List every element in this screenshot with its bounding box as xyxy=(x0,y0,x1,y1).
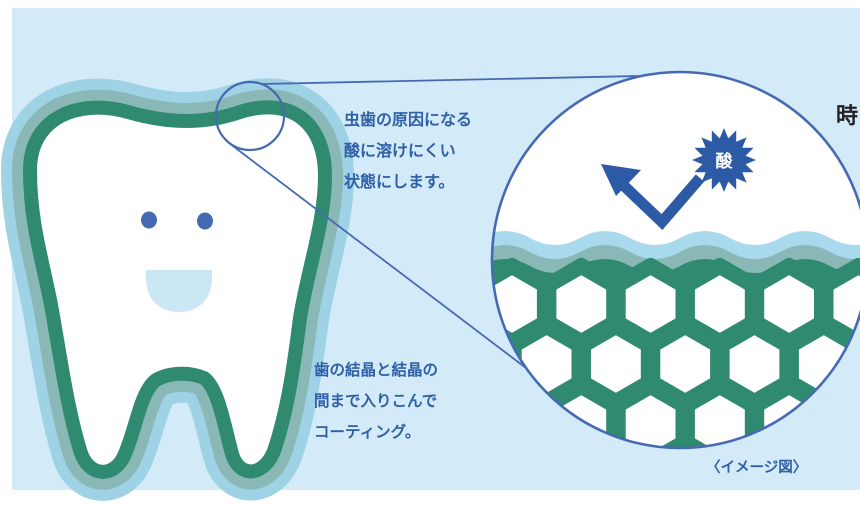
crystal-cell-25 xyxy=(505,438,588,448)
crystal-cell-17 xyxy=(492,378,553,448)
crystal-cell-22 xyxy=(817,378,860,448)
cropped-edge-text: 時 xyxy=(836,104,859,129)
description-top: 虫歯の原因になる 酸に溶けにくい 状態にします。 xyxy=(344,104,472,197)
tooth-smile xyxy=(146,270,212,312)
zoom-source-circle xyxy=(214,80,286,152)
image-caption: 〈イメージ図〉 xyxy=(706,460,808,476)
description-top-line-3: 状態にします。 xyxy=(344,172,455,191)
crystal-cell-26 xyxy=(575,438,657,448)
description-top-line-2: 酸に溶けにくい xyxy=(344,141,456,160)
description-bottom-line-1: 歯の結晶と結晶の xyxy=(314,361,439,379)
description-bottom-line-2: 間まで入りこんで xyxy=(314,392,438,410)
acid-label: 酸 xyxy=(716,151,734,172)
zoom-connector-bottom xyxy=(228,142,556,391)
description-bottom: 歯の結晶と結晶の 間まで入りこんで コーティング。 xyxy=(314,355,438,448)
crystal-cell-20 xyxy=(678,378,761,448)
crystal-cell-8 xyxy=(492,318,519,410)
tooth-right-eye xyxy=(197,212,213,230)
zoom-connector-top xyxy=(261,75,641,85)
tooth-left-eye xyxy=(141,211,157,229)
crystal-cell-18 xyxy=(540,378,623,448)
arrow-head xyxy=(601,164,641,196)
description-top-line-1: 虫歯の原因になる xyxy=(344,110,473,129)
crystal-cell-24 xyxy=(492,438,519,448)
acid-burst-icon xyxy=(692,128,756,192)
description-bottom-line-3: コーティング。 xyxy=(314,423,421,441)
crystal-cell-21 xyxy=(748,378,830,448)
deflected-acid-arrow xyxy=(616,174,705,230)
crystal-cell-19 xyxy=(609,378,692,448)
magnified-circle-border xyxy=(490,70,860,450)
